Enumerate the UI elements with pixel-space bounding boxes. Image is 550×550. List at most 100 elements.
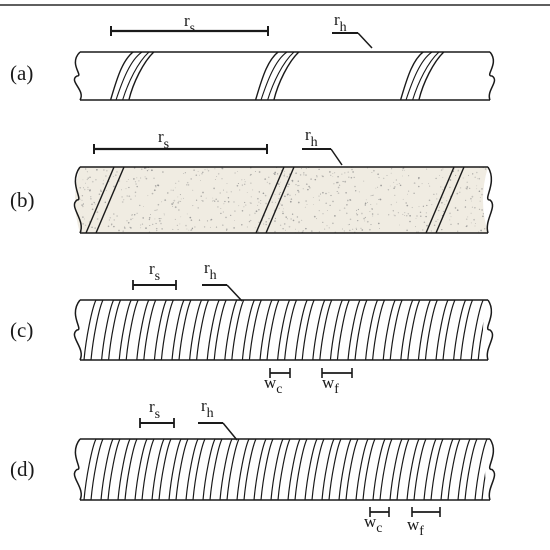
rib [406, 439, 427, 500]
dim-rh-c: rh [202, 258, 243, 302]
panel-b-label: (b) [10, 188, 35, 212]
rib [254, 52, 303, 100]
dim-rs-a: rs [110, 11, 269, 36]
bar-end-left [73, 51, 82, 101]
rib [202, 439, 223, 500]
bar-end-right [486, 166, 494, 234]
rib [134, 439, 155, 500]
rh-b-sub: h [311, 135, 318, 150]
dim-rs-d: rs [139, 397, 175, 428]
rh-b-sym: r [305, 125, 311, 144]
rib [389, 439, 410, 500]
rs-a-sub: s [190, 21, 195, 36]
rib [253, 439, 274, 500]
svg-text:rs: rs [149, 397, 160, 422]
wc-d-sym: w [364, 512, 377, 531]
bar-end-right [488, 51, 496, 101]
rib [294, 300, 316, 360]
svg-text:wf: wf [407, 515, 424, 539]
rib [399, 52, 448, 100]
panel-d-label: (d) [10, 457, 35, 481]
rib [321, 439, 342, 500]
dim-wc-d: wc [364, 507, 390, 536]
rs-b-sym: r [158, 127, 164, 146]
rib [452, 300, 474, 360]
dim-rh-d: rh [198, 396, 238, 441]
rib [457, 439, 478, 500]
bar-end-left [73, 438, 82, 501]
rib [117, 439, 138, 500]
svg-text:rh: rh [201, 396, 214, 421]
panel-a-label: (a) [10, 61, 33, 85]
dim-rs-b: rs [93, 127, 268, 154]
svg-text:rh: rh [204, 258, 217, 283]
dim-rh-b: rh [302, 125, 343, 166]
panel-a-bar [73, 51, 496, 101]
rib [338, 439, 359, 500]
svg-text:rs: rs [184, 11, 195, 36]
rib [312, 300, 333, 360]
rib [100, 300, 122, 360]
panel-d: (d) rs rh wc wf [10, 396, 496, 539]
rib [83, 300, 104, 360]
rib [304, 439, 325, 500]
svg-text:rh: rh [334, 10, 347, 35]
rib [219, 439, 240, 500]
rib [382, 300, 404, 360]
rh-d-sym: r [201, 396, 207, 415]
svg-text:wf: wf [322, 373, 339, 397]
rib [153, 300, 175, 360]
rib [185, 439, 206, 500]
dim-wf-c: wf [321, 368, 353, 397]
rib [259, 300, 280, 360]
dim-rs-c: rs [132, 259, 177, 290]
rh-c-sub: h [210, 268, 217, 283]
dim-wc-c: wc [264, 368, 291, 397]
rib [372, 439, 393, 500]
bar-body [75, 167, 488, 233]
dim-wf-d: wf [407, 507, 441, 539]
panel-b-bar [73, 166, 494, 234]
rs-a-sym: r [184, 11, 190, 30]
rib [287, 439, 308, 500]
groove [255, 167, 285, 233]
rib [329, 300, 351, 360]
rib [224, 300, 245, 360]
rib [83, 439, 104, 500]
rib [364, 300, 386, 360]
rib [100, 439, 121, 500]
panel-a: (a) rs rh [10, 10, 496, 101]
rs-c-sub: s [155, 269, 160, 284]
wc-c-sym: w [264, 373, 277, 392]
panel-b: (b) rs rh [10, 125, 494, 234]
panel-c-label: (c) [10, 318, 33, 342]
groove [425, 167, 455, 233]
wc-d-sub: c [376, 521, 382, 536]
bar-end-right [488, 438, 496, 501]
rh-a-sym: r [334, 10, 340, 29]
svg-text:wc: wc [264, 373, 283, 397]
rib [241, 300, 263, 360]
wf-c-sym: w [322, 373, 335, 392]
rib [236, 439, 257, 500]
rs-b-sub: s [164, 137, 169, 152]
wf-c-sub: f [334, 382, 339, 397]
rs-d-sym: r [149, 397, 155, 416]
svg-text:rs: rs [149, 259, 160, 284]
rib [171, 300, 192, 360]
svg-text:rs: rs [158, 127, 169, 152]
rib [417, 300, 439, 360]
rs-d-sub: s [155, 407, 160, 422]
rib [435, 300, 456, 360]
rib [347, 300, 368, 360]
wc-c-sub: c [276, 382, 282, 397]
panel-d-bar [73, 438, 496, 501]
rib [355, 439, 376, 500]
rh-a-sub: h [340, 20, 347, 35]
rib [188, 300, 210, 360]
rib [206, 300, 228, 360]
bar-end-left [73, 166, 82, 234]
svg-text:rh: rh [305, 125, 318, 150]
bar-end-left [73, 299, 82, 361]
